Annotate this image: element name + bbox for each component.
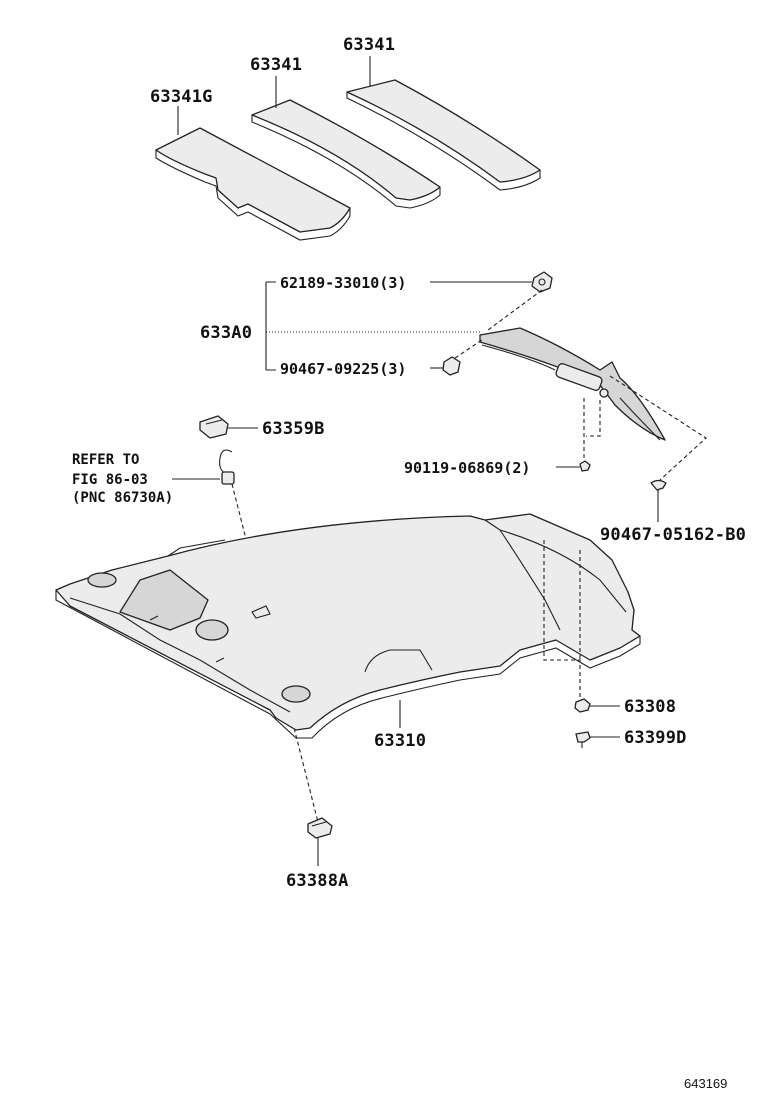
figure-id: 643169	[684, 1076, 727, 1091]
label-63308: 63308	[624, 697, 676, 717]
label-633a0: 633A0	[200, 323, 252, 343]
label-63310: 63310	[374, 731, 426, 751]
label-90119: 90119-06869(2)	[404, 459, 530, 477]
label-62189: 62189-33010(3)	[280, 274, 406, 292]
dash-nut	[487, 289, 543, 331]
assist-grip-633a0	[479, 327, 666, 441]
dash-63308	[543, 540, 581, 700]
pad-63341-right	[346, 79, 541, 191]
clip-63399d	[575, 731, 591, 748]
bracket-633a0	[265, 281, 276, 371]
label-90467-05162: 90467-05162-B0	[600, 525, 746, 545]
headliner-63310	[55, 513, 641, 739]
screw-90119	[579, 460, 591, 472]
bezel-63388a	[307, 817, 333, 839]
grip-bracket	[555, 363, 603, 391]
nut-62189	[531, 271, 553, 293]
label-90467-09225: 90467-09225(3)	[280, 360, 406, 378]
wire-harness	[219, 449, 235, 485]
label-63399d: 63399D	[624, 728, 687, 748]
label-63341-right: 63341	[343, 35, 395, 55]
dash-clip-05162	[609, 375, 707, 481]
label-63341g: 63341G	[150, 87, 213, 107]
bracket-63359b	[199, 415, 229, 439]
note-line1: REFER TO	[72, 452, 139, 468]
dash-screw-2	[586, 400, 601, 437]
clip-90467-09225	[442, 356, 461, 376]
pad-63341-middle	[251, 99, 441, 209]
dash-clip	[454, 339, 483, 359]
label-63359b: 63359B	[262, 419, 325, 439]
note-line2: FIG 86-03	[72, 472, 148, 488]
label-63388a: 63388A	[286, 871, 349, 891]
pad-63341g	[155, 127, 351, 241]
label-63341-middle: 63341	[250, 55, 302, 75]
clip-63308	[574, 698, 591, 713]
note-line3: (PNC 86730A)	[72, 490, 173, 506]
clip-90467-05162	[650, 479, 667, 496]
